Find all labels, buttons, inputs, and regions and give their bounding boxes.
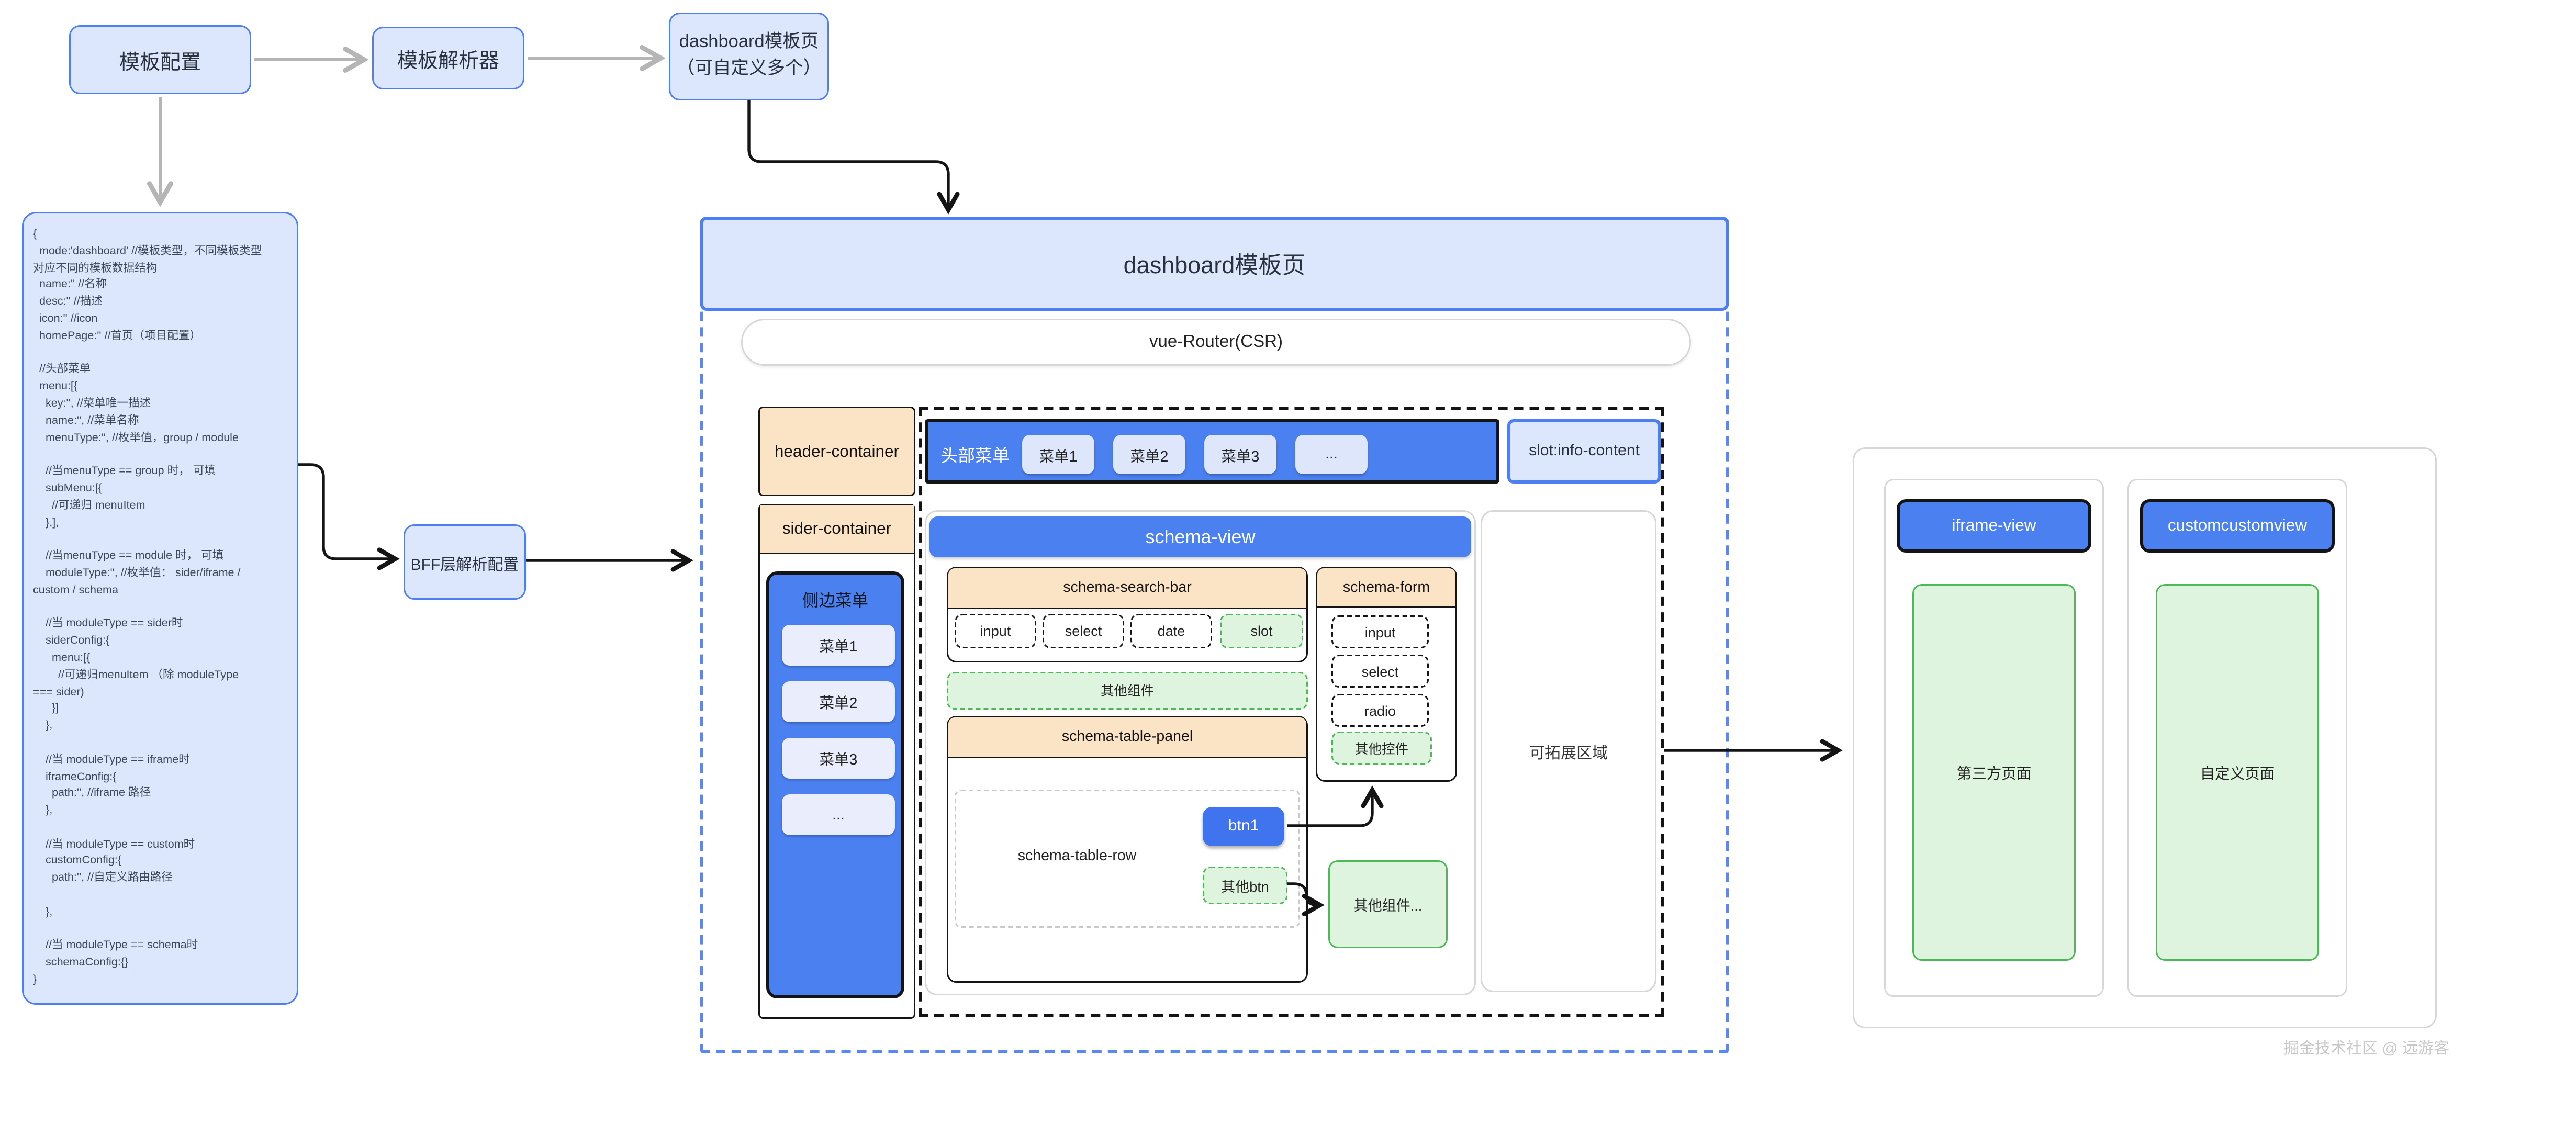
schema-table-row-box [955,790,1300,928]
third-party-page-box: 第三方页面 [1912,584,2076,961]
expandable-area: 可拓展区域 [1481,510,1656,992]
schema-form-title: schema-form [1317,568,1455,608]
other-components-more-box: 其他组件... [1328,860,1448,948]
sider-menu-panel: 侧边菜单 菜单1 菜单2 菜单3 ... [766,571,904,998]
node-bff-parse-config: BFF层解析配置 [404,524,526,600]
header-container-box: header-container [758,407,915,496]
iframe-view-header: iframe-view [1897,499,2091,553]
top-menu-bar: 头部菜单 菜单1 菜单2 菜单3 ... [925,419,1499,484]
sider-container-label: sider-container [760,505,914,554]
top-menu-item-2: 菜单2 [1113,435,1185,474]
form-item-radio: radio [1331,694,1429,727]
search-item-select: select [1043,614,1124,648]
dashboard-page-header: dashboard模板页 [700,217,1729,311]
node-dashboard-template-page: dashboard模板页 （可自定义多个） [669,13,829,100]
search-item-input: input [955,614,1036,648]
schema-table-panel-title: schema-table-panel [948,717,1306,758]
btn1-button: btn1 [1203,807,1284,846]
schema-table-panel-box: schema-table-panel [947,716,1308,983]
sider-container-box: sider-container 侧边菜单 菜单1 菜单2 菜单3 ... [758,504,915,1019]
custom-page-box: 自定义页面 [2156,584,2319,961]
sider-menu-item-2: 菜单2 [782,681,895,722]
sider-menu-item-3: 菜单3 [782,738,895,779]
top-menu-item-3: 菜单3 [1204,435,1276,474]
content-region-dotted [919,407,1664,1017]
sider-menu-item-1: 菜单1 [782,625,895,666]
arrow-template-page-to-dashboard [747,100,948,209]
form-item-select: select [1331,655,1429,688]
config-code: { mode:'dashboard' //模板类型，不同模板类型 对应不同的模板… [33,226,262,986]
form-item-other-controls: 其他控件 [1331,732,1432,765]
form-item-input: input [1331,615,1429,648]
schema-search-bar-title: schema-search-bar [948,568,1306,609]
sider-menu-title: 侧边菜单 [802,591,868,610]
watermark-text: 掘金技术社区 @ 远游客 [2283,1041,2449,1058]
custom-view-header: customcustomview [2140,499,2335,553]
node-template-config: 模板配置 [69,25,251,94]
schema-view-bar: schema-view [929,516,1471,557]
arrow-code-to-bff [298,463,394,559]
sider-menu-item-more: ... [782,794,895,835]
node-template-parser: 模板解析器 [372,27,524,89]
schema-table-row-label: schema-table-row [1017,847,1137,864]
search-item-slot: slot [1220,614,1303,648]
other-btn-button: 其他btn [1203,867,1287,904]
top-menu-item-1: 菜单1 [1022,435,1094,474]
vue-router-bar: vue-Router(CSR) [741,319,1691,366]
other-components-strip: 其他组件 [947,672,1308,710]
slot-info-content-box: slot:info-content [1507,419,1661,484]
template-config-code-block: { mode:'dashboard' //模板类型，不同模板类型 对应不同的模板… [22,212,298,1005]
top-menu-item-more: ... [1295,435,1368,474]
top-menu-label: 头部菜单 [940,446,1010,466]
search-item-date: date [1130,614,1212,648]
